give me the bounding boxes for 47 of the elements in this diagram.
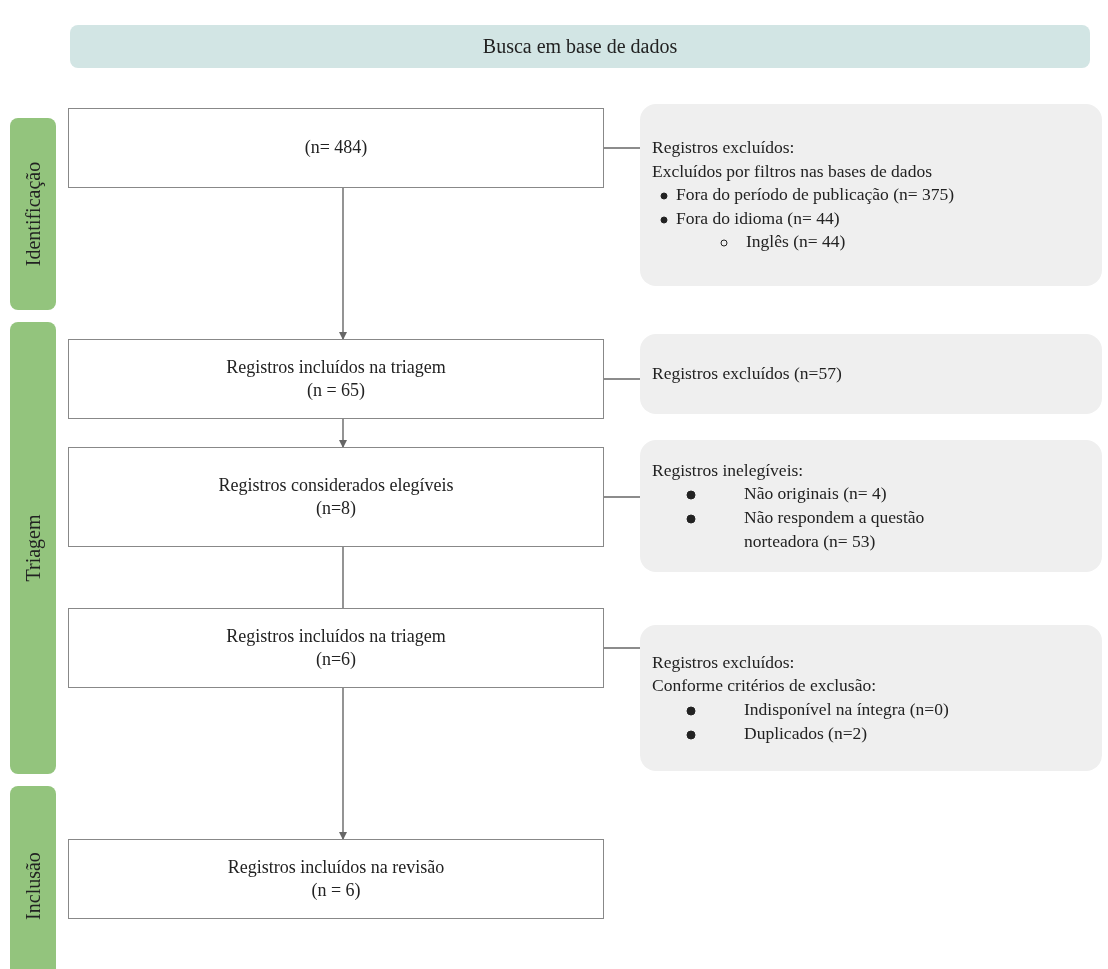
header-text: Busca em base de dados: [482, 35, 678, 58]
connector-line: [603, 647, 641, 649]
bullet-item: Fora do idioma (n= 44): [676, 206, 841, 230]
arrow: [339, 418, 347, 448]
node-text: (n= 484): [304, 136, 368, 160]
node-text: Registros incluídos na triagem: [226, 624, 446, 648]
connector-line: [603, 496, 641, 498]
node-text: Registros excluídos:: [652, 650, 796, 674]
stage-band: [10, 786, 56, 969]
node-text: Conforme critérios de exclusão:: [652, 674, 878, 698]
process-box: [68, 839, 604, 919]
arrow: [339, 187, 347, 340]
stage-band: [10, 322, 56, 774]
stage-label: Identificação: [21, 161, 45, 267]
bullet-item: Duplicados (n=2): [744, 721, 869, 745]
node-text: Registros incluídos na revisão: [227, 855, 445, 879]
node-text: Registros excluídos:: [652, 135, 796, 159]
process-box: [68, 108, 604, 188]
exclusion-box: [640, 440, 1102, 572]
node-text: (n=8): [315, 497, 357, 520]
process-box: [68, 608, 604, 688]
stage-band: [10, 118, 56, 310]
exclusion-box: [640, 625, 1102, 771]
header-band: [70, 25, 1090, 68]
node-text: Registros excluídos (n=57): [652, 362, 843, 386]
node-text: (n = 6): [311, 879, 361, 902]
node-text: (n = 65): [306, 379, 366, 402]
exclusion-box: [640, 334, 1102, 414]
bullet-item: Não originais (n= 4): [744, 482, 888, 506]
node-text: Registros incluídos na triagem: [226, 355, 446, 379]
node-text: Registros considerados elegíveis: [218, 473, 454, 497]
node-text: Registros inelegíveis:: [652, 458, 805, 482]
bullet-item: Indisponível na íntegra (n=0): [744, 698, 950, 721]
node-text: Excluídos por filtros nas bases de dados: [652, 159, 933, 183]
bullet-item: Fora do período de publicação (n= 375): [676, 183, 956, 207]
stage-label: Inclusão: [21, 852, 45, 920]
arrow: [339, 687, 347, 840]
exclusion-box: [640, 104, 1102, 286]
bullet-item: Inglês (n= 44): [746, 230, 847, 254]
stage-label: Triagem: [21, 514, 45, 582]
process-box: [68, 447, 604, 547]
node-text: (n=6): [315, 648, 357, 671]
connector-line: [342, 546, 344, 609]
connector-line: [603, 147, 641, 149]
connector-line: [603, 378, 641, 380]
bullet-item: Não respondem a questão norteadora (n= 53): [744, 506, 926, 553]
process-box: [68, 339, 604, 419]
